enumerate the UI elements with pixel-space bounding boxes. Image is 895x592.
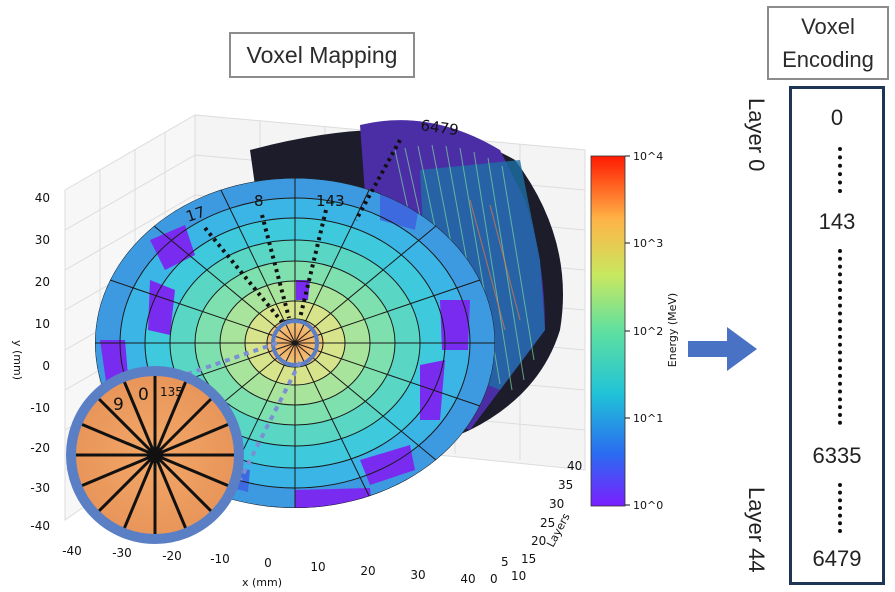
mapping-arrow: [688, 327, 757, 371]
layer-tick: 5: [501, 555, 509, 569]
voxel-label-17: 17: [184, 203, 208, 226]
layer-tick: 10: [511, 569, 526, 583]
colorbar-tick-label: 10^1: [633, 412, 663, 425]
colorbar-tick-label: 10^3: [633, 237, 663, 250]
colorbar-label: Energy (MeV): [666, 293, 679, 367]
center-zoom-inset: 9 0 135: [66, 366, 244, 544]
encoding-ellipsis: [838, 249, 842, 425]
y-tick: 30: [35, 233, 50, 247]
y-axis: 40 30 20 10 0 -10 -20 -30 -40: [30, 191, 50, 533]
layer-0-label: Layer 0: [744, 98, 769, 172]
encoding-value-143: 143: [818, 209, 856, 234]
layer-tick: 35: [558, 478, 573, 492]
layer-tick: 40: [567, 459, 582, 473]
layer-tick: 15: [521, 552, 536, 566]
voxel-encoding-list: 0 143 6335 6479: [789, 86, 885, 585]
colorbar-tick-label: 10^2: [633, 325, 663, 338]
voxel-encoding-title: Voxel Encoding: [767, 6, 889, 80]
x-axis: -40 -30 -20 -10 0 10 20 30 40: [62, 544, 475, 586]
y-tick: 0: [42, 359, 50, 373]
voxel-label-6479: 6479: [419, 116, 459, 139]
encoding-title-line1: Voxel: [801, 14, 855, 39]
x-tick: -10: [210, 552, 230, 566]
inset-label-9: 9: [113, 395, 124, 415]
voxel-mapping-title: Voxel Mapping: [229, 32, 415, 78]
x-tick: 40: [460, 572, 475, 586]
x-tick: 0: [264, 556, 272, 570]
x-tick: 10: [310, 560, 325, 574]
y-tick: 40: [35, 191, 50, 205]
colorbar-tick-label: 10^0: [633, 499, 663, 512]
x-axis-label: x (mm): [242, 576, 282, 589]
encoding-ellipsis: [838, 147, 842, 193]
x-tick: -40: [62, 544, 82, 558]
y-tick: -40: [30, 519, 50, 533]
voxel-label-143: 143: [316, 192, 345, 210]
y-tick: -10: [30, 401, 50, 415]
y-axis-label: y (mm): [11, 340, 24, 380]
inset-label-135: 135: [160, 385, 183, 399]
encoding-value-6479: 6479: [812, 546, 862, 571]
colorbar: [590, 155, 626, 507]
layer-44-label: Layer 44: [744, 487, 769, 573]
inset-label-0: 0: [138, 385, 149, 405]
x-tick: -30: [112, 546, 132, 560]
voxel-index-dotted-lines: [203, 139, 402, 324]
layer-tick: 25: [540, 516, 555, 530]
y-tick: 10: [35, 317, 50, 331]
y-tick: 20: [35, 275, 50, 289]
colorbar-tick-label: 10^4: [633, 150, 663, 163]
encoding-value-0: 0: [830, 105, 844, 130]
encoding-ellipsis: [838, 483, 842, 533]
colorbar-ticks: [625, 155, 630, 506]
y-tick: -20: [30, 441, 50, 455]
layer-tick: 20: [531, 534, 546, 548]
encoding-value-6335: 6335: [812, 443, 862, 468]
x-tick: -20: [162, 549, 182, 563]
layer-tick: 30: [549, 497, 564, 511]
encoding-title-line2: Encoding: [782, 47, 874, 72]
layer-tick: 0: [490, 572, 498, 586]
y-tick: -30: [30, 481, 50, 495]
layers-axis: 40 35 30 25 20 15 10 5 0: [490, 459, 582, 586]
x-tick: 30: [410, 568, 425, 582]
voxel-label-8: 8: [254, 192, 264, 210]
x-tick: 20: [360, 564, 375, 578]
